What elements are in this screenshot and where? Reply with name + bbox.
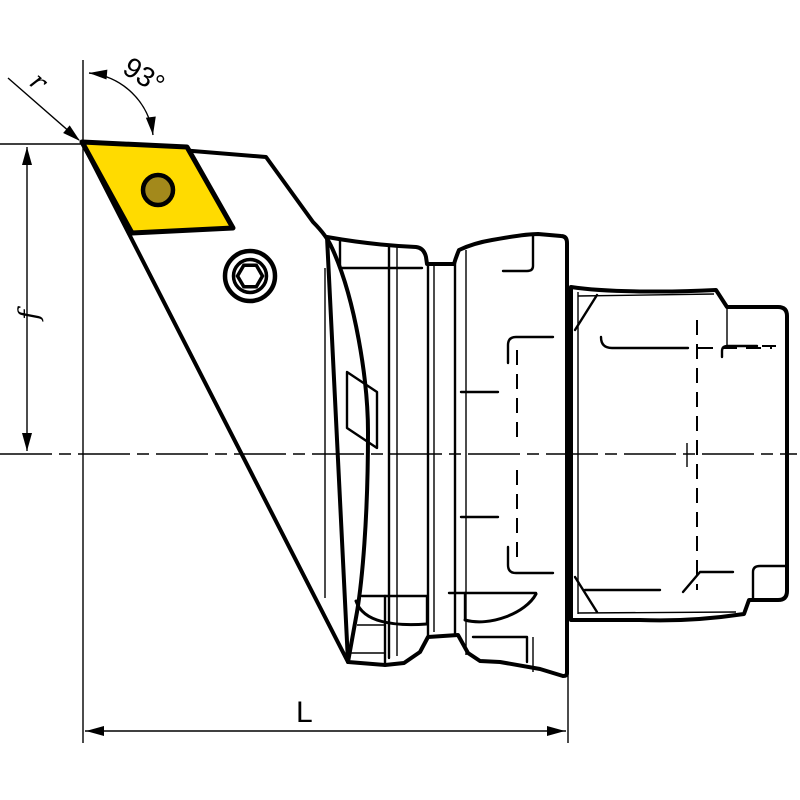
rear-top-edge-line — [577, 293, 715, 297]
rear-bottom-edge-line — [577, 611, 737, 614]
angle-arrow-bottom — [145, 116, 156, 135]
screw-inner-circle — [231, 257, 269, 295]
relief-right-arc — [463, 592, 538, 624]
f-arrow-down — [22, 433, 32, 451]
collar2-bracket-top — [501, 232, 535, 273]
screw-outer-circle — [222, 248, 278, 304]
rear-shank-outline — [569, 285, 789, 623]
radius-annotation: r — [7, 67, 80, 141]
head-slot-parallelogram — [345, 370, 379, 450]
rear-bottom-detail — [681, 570, 735, 594]
dimension-f: f — [14, 147, 45, 451]
L-label: L — [296, 696, 313, 729]
collar-bracket-upper — [506, 335, 555, 365]
relief-left-chord — [360, 594, 429, 626]
r-arrow — [63, 125, 80, 141]
rear-chamfer-bottom — [573, 575, 599, 614]
rear-groove-line-top — [599, 335, 690, 350]
angle-label: 93° — [118, 51, 170, 100]
L-arrow-right — [547, 726, 565, 736]
hex-clamp-screw — [222, 248, 278, 304]
dimension-annotations: f L r 93° — [0, 51, 569, 743]
collar-section — [325, 232, 569, 678]
angle-arrow-top — [89, 69, 108, 80]
tool-head — [79, 139, 379, 664]
r-label: r — [23, 67, 53, 99]
hex-socket-icon — [235, 263, 265, 289]
collar-outline — [325, 232, 569, 678]
rear-shank — [569, 285, 789, 623]
L-arrow-left — [86, 726, 104, 736]
bottom-bracket-right — [471, 635, 529, 664]
f-label: f — [14, 306, 45, 322]
f-arrow-up — [22, 147, 32, 165]
rear-chamfer-top — [573, 293, 599, 332]
cutting-insert — [79, 139, 236, 236]
head-outline — [80, 140, 370, 664]
collar-bracket-lower — [506, 545, 555, 575]
rear-step-bracket-top — [720, 344, 759, 359]
insert-screw-hole — [140, 172, 176, 208]
dimension-L: L — [85, 696, 566, 736]
rear-step-bracket-bottom — [751, 564, 788, 602]
angle-annotation: 93° — [88, 51, 170, 136]
relief-left-arc — [354, 599, 429, 627]
